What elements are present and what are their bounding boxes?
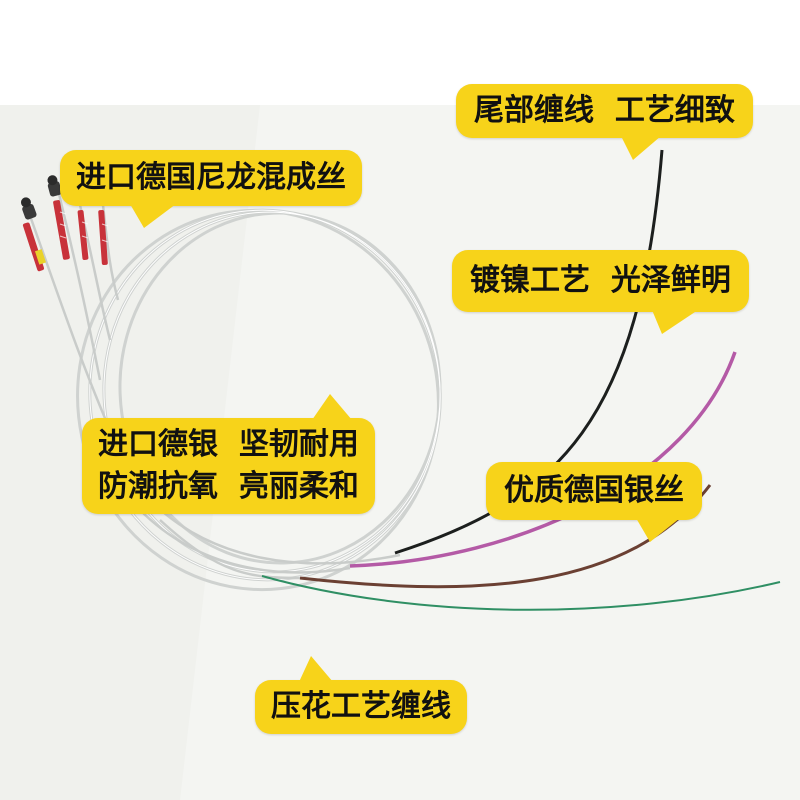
callout-pointer (312, 394, 352, 420)
callout-text-line1: 进口德银 坚韧耐用 (98, 427, 359, 462)
callout-tail-winding: 尾部缠线 工艺细致 (456, 84, 753, 160)
callout-text-line2: 防潮抗氧 亮丽柔和 (98, 469, 359, 504)
string-exit (159, 519, 301, 580)
string-exit (149, 499, 401, 565)
winding-red (98, 209, 108, 266)
string-exit (139, 509, 351, 574)
callout-text: 进口德国尼龙混成丝 (76, 160, 346, 195)
callout-pointer (621, 136, 661, 160)
callout-pointer (299, 656, 333, 682)
winding-red (53, 200, 70, 260)
ball-end-group (20, 175, 109, 272)
callout-nickel-plating: 镀镍工艺 光泽鲜明 (452, 250, 749, 334)
string-lead (56, 189, 102, 381)
callout-nylon-core: 进口德国尼龙混成丝 (60, 150, 362, 228)
callout-pointer (130, 204, 176, 228)
callout-german-silver-wire: 优质德国银丝 (486, 462, 702, 542)
callout-text: 压花工艺缠线 (271, 689, 451, 724)
callout-text: 镀镍工艺 光泽鲜明 (470, 263, 731, 298)
callout-embossed-winding: 压花工艺缠线 (255, 656, 467, 734)
winding-yellow (34, 249, 46, 265)
callout-pointer (636, 518, 680, 542)
callout-german-silver-features: 进口德银 坚韧耐用 防潮抗氧 亮丽柔和 (82, 394, 375, 514)
callout-text: 尾部缠线 工艺细致 (474, 93, 735, 128)
ball-end-icon (20, 197, 31, 208)
string-exits (139, 499, 401, 580)
tail-green (261, 575, 781, 611)
ball-end-icon (47, 175, 58, 186)
callout-text: 优质德国银丝 (504, 473, 684, 508)
winding-red (77, 210, 89, 260)
callout-pointer (652, 310, 698, 334)
string-lead (26, 209, 112, 431)
